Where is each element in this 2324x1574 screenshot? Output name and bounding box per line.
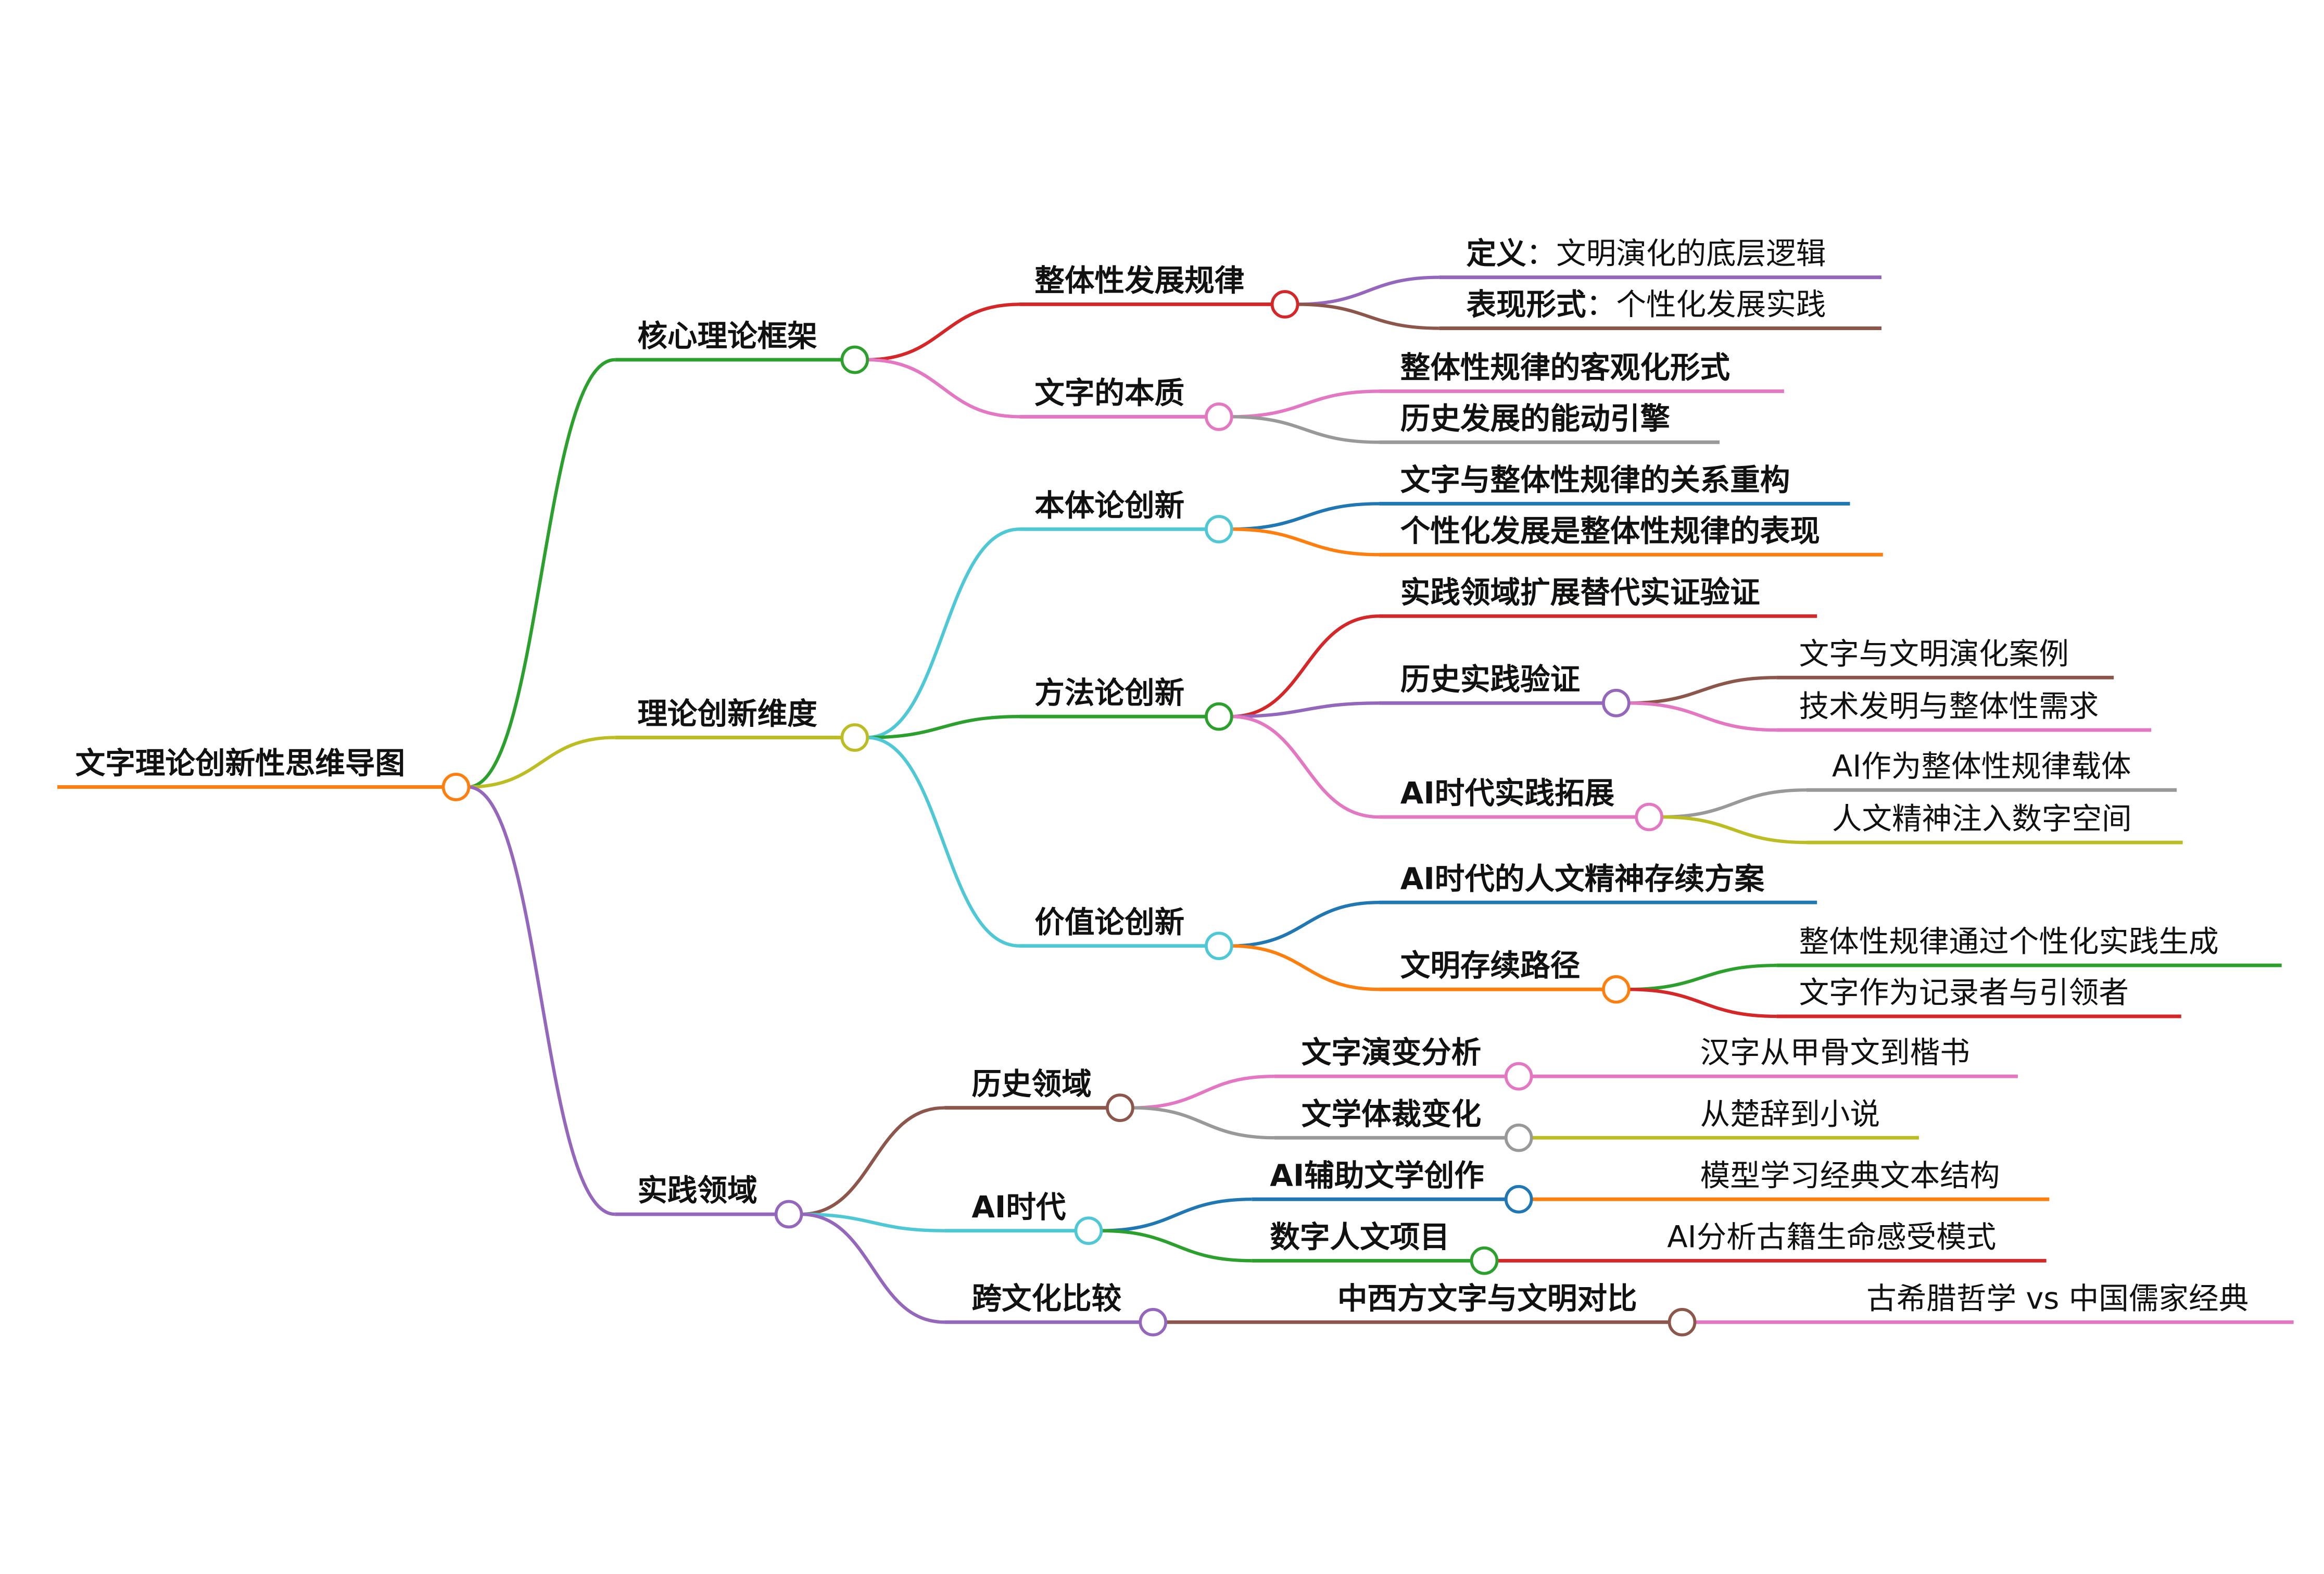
node-label[interactable]: 技术发明与整体性需求 (1799, 689, 2099, 724)
branch-connector (789, 1212, 945, 1232)
node-label[interactable]: 汉字从甲骨文到楷书 (1700, 1035, 1970, 1070)
node-label[interactable]: 中西方文字与文明对比 (1337, 1281, 1637, 1316)
root-node-label[interactable]: 文字理论创新性思维导图 (75, 746, 405, 781)
branch-connector (1285, 303, 1439, 330)
node-label[interactable]: 个性化发展是整体性规律的表现 (1400, 513, 1820, 548)
collapse-toggle-icon[interactable] (1205, 702, 1233, 731)
branch-connector (456, 358, 615, 789)
branch-connector (1219, 502, 1380, 531)
node-label[interactable]: 文字与整体性规律的关系重构 (1400, 462, 1790, 497)
node-label[interactable]: 文字的本质 (1034, 375, 1184, 410)
collapse-toggle-icon[interactable] (774, 1200, 803, 1229)
node-label[interactable]: 古希腊哲学 vs 中国儒家经典 (1866, 1281, 2249, 1316)
branch-connector (1120, 1074, 1274, 1110)
collapse-toggle-icon[interactable] (1270, 290, 1299, 319)
collapse-toggle-icon[interactable] (1504, 1185, 1533, 1214)
branch-connector (1285, 275, 1439, 306)
collapse-toggle-icon[interactable] (441, 773, 471, 801)
node-label[interactable]: 文字作为记录者与引领者 (1799, 975, 2129, 1010)
mind-map-labels: 文字理论创新性思维导图核心理论框架整体性发展规律定义：文明演化的底层逻辑表现形式… (75, 236, 2249, 1316)
branch-connector (456, 785, 615, 1216)
collapse-toggle-icon[interactable] (840, 723, 869, 752)
node-label[interactable]: 文学体裁变化 (1302, 1097, 1481, 1131)
mind-map-underlines (57, 275, 2294, 1324)
node-label-value: ：个性化发展实践 (1586, 287, 1826, 322)
branch-connector (1616, 701, 1777, 732)
node-label[interactable]: 整体性发展规律 (1034, 263, 1244, 298)
branch-connector (854, 303, 1020, 362)
branch-connector (1219, 614, 1380, 719)
branch-connector (1219, 415, 1380, 444)
node-label[interactable]: 文字与文明演化案例 (1799, 636, 2069, 671)
branch-connector (854, 736, 1020, 948)
branch-connector (1219, 701, 1380, 719)
node-label[interactable]: AI时代的人文精神存续方案 (1400, 861, 1765, 896)
branch-connector (1616, 988, 1777, 1018)
node-label[interactable]: 文字演变分析 (1302, 1035, 1481, 1070)
branch-connector (854, 358, 1020, 419)
branch-connector (789, 1212, 945, 1324)
collapse-toggle-icon[interactable] (1205, 402, 1233, 431)
node-label[interactable]: 数字人文项目 (1270, 1219, 1449, 1254)
node-label[interactable]: 文明存续路径 (1400, 948, 1580, 983)
mind-map-edges (456, 275, 1807, 1324)
node-label[interactable]: AI时代 (971, 1190, 1066, 1225)
branch-connector (1120, 1106, 1274, 1140)
collapse-toggle-icon[interactable] (1504, 1062, 1533, 1091)
branch-connector (1088, 1198, 1252, 1232)
collapse-toggle-icon[interactable] (1635, 802, 1664, 832)
collapse-toggle-icon[interactable] (1205, 931, 1233, 961)
collapse-toggle-icon[interactable] (1504, 1123, 1533, 1152)
mind-map-nodes (441, 290, 1697, 1337)
node-label[interactable]: 价值论创新 (1034, 905, 1184, 940)
collapse-toggle-icon[interactable] (1668, 1307, 1697, 1337)
branch-connector (789, 1106, 945, 1216)
collapse-toggle-icon[interactable] (1139, 1307, 1168, 1337)
branch-connector (456, 736, 615, 789)
node-label[interactable]: 从楚辞到小说 (1700, 1097, 1880, 1131)
node-label[interactable]: AI辅助文学创作 (1270, 1158, 1484, 1193)
node-label[interactable]: 跨文化比较 (971, 1281, 1121, 1316)
node-label[interactable]: 实践领域扩展替代实证验证 (1400, 575, 1760, 610)
branch-connector (854, 715, 1020, 739)
node-label[interactable]: 历史领域 (971, 1067, 1091, 1102)
branch-connector (1088, 1229, 1252, 1263)
node-label[interactable]: 历史实践验证 (1400, 662, 1580, 697)
collapse-toggle-icon[interactable] (1074, 1216, 1103, 1245)
collapse-toggle-icon[interactable] (1106, 1093, 1134, 1122)
branch-connector (854, 527, 1020, 739)
node-label-value: ：文明演化的底层逻辑 (1526, 236, 1826, 271)
node-label[interactable]: 实践领域 (637, 1173, 757, 1208)
node-label[interactable]: 核心理论框架 (637, 319, 817, 354)
node-label[interactable]: 整体性规律的客观化形式 (1400, 350, 1730, 385)
node-label[interactable]: 表现形式：个性化发展实践 (1466, 287, 1826, 322)
collapse-toggle-icon[interactable] (1602, 975, 1631, 1004)
node-label[interactable]: AI作为整体性规律载体 (1832, 749, 2131, 784)
branch-connector (1219, 944, 1380, 991)
branch-connector (1649, 788, 1807, 819)
collapse-toggle-icon[interactable] (840, 345, 869, 374)
node-label[interactable]: 人文精神注入数字空间 (1832, 801, 2132, 836)
collapse-toggle-icon[interactable] (1470, 1246, 1499, 1275)
branch-connector (1616, 963, 1777, 991)
branch-connector (1219, 527, 1380, 557)
branch-connector (1616, 676, 1777, 705)
node-label-key: 定义 (1466, 236, 1526, 271)
node-label[interactable]: 定义：文明演化的底层逻辑 (1466, 236, 1826, 271)
branch-connector (1219, 901, 1380, 948)
collapse-toggle-icon[interactable] (1602, 688, 1631, 717)
branch-connector (1219, 715, 1380, 819)
node-label[interactable]: 历史发展的能动引擎 (1400, 401, 1671, 436)
node-label[interactable]: 理论创新维度 (637, 697, 817, 732)
node-label-key: 表现形式 (1466, 287, 1586, 322)
node-label[interactable]: 模型学习经典文本结构 (1700, 1158, 2000, 1193)
node-label[interactable]: AI分析古籍生命感受模式 (1667, 1219, 1996, 1254)
branch-connector (1649, 815, 1807, 845)
node-label[interactable]: 本体论创新 (1034, 488, 1184, 523)
node-label[interactable]: 方法论创新 (1034, 675, 1184, 710)
collapse-toggle-icon[interactable] (1205, 514, 1233, 544)
node-label[interactable]: 整体性规律通过个性化实践生成 (1799, 924, 2219, 959)
node-label[interactable]: AI时代实践拓展 (1400, 776, 1615, 811)
branch-connector (1219, 389, 1380, 419)
